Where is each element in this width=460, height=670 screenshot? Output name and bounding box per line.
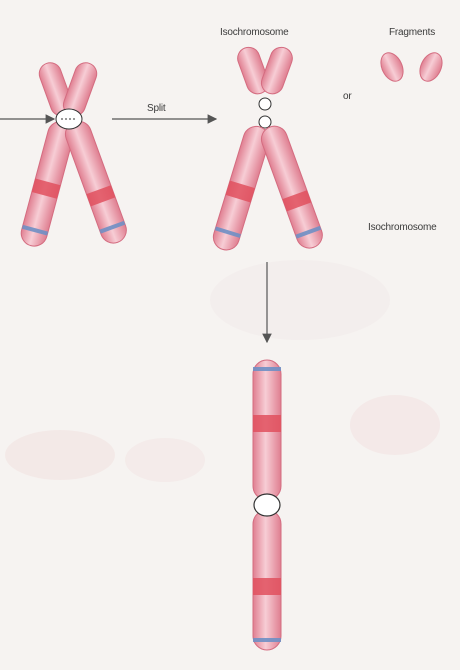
label-or: or [343, 91, 352, 102]
label-isochromosome-top: Isochromosome [220, 27, 289, 38]
chromosome-isochromosome [253, 360, 281, 650]
chromosome-original [18, 60, 130, 249]
centromere-lower [259, 116, 271, 128]
label-fragments: Fragments [389, 27, 435, 38]
centromere-upper [259, 98, 271, 110]
label-isochromosome-right: Isochromosome [368, 222, 437, 233]
fragments [377, 49, 447, 85]
chromosome-split [210, 44, 326, 253]
label-split: Split [147, 103, 165, 114]
centromere-isochromosome [254, 494, 280, 516]
background-smudges [5, 260, 440, 482]
